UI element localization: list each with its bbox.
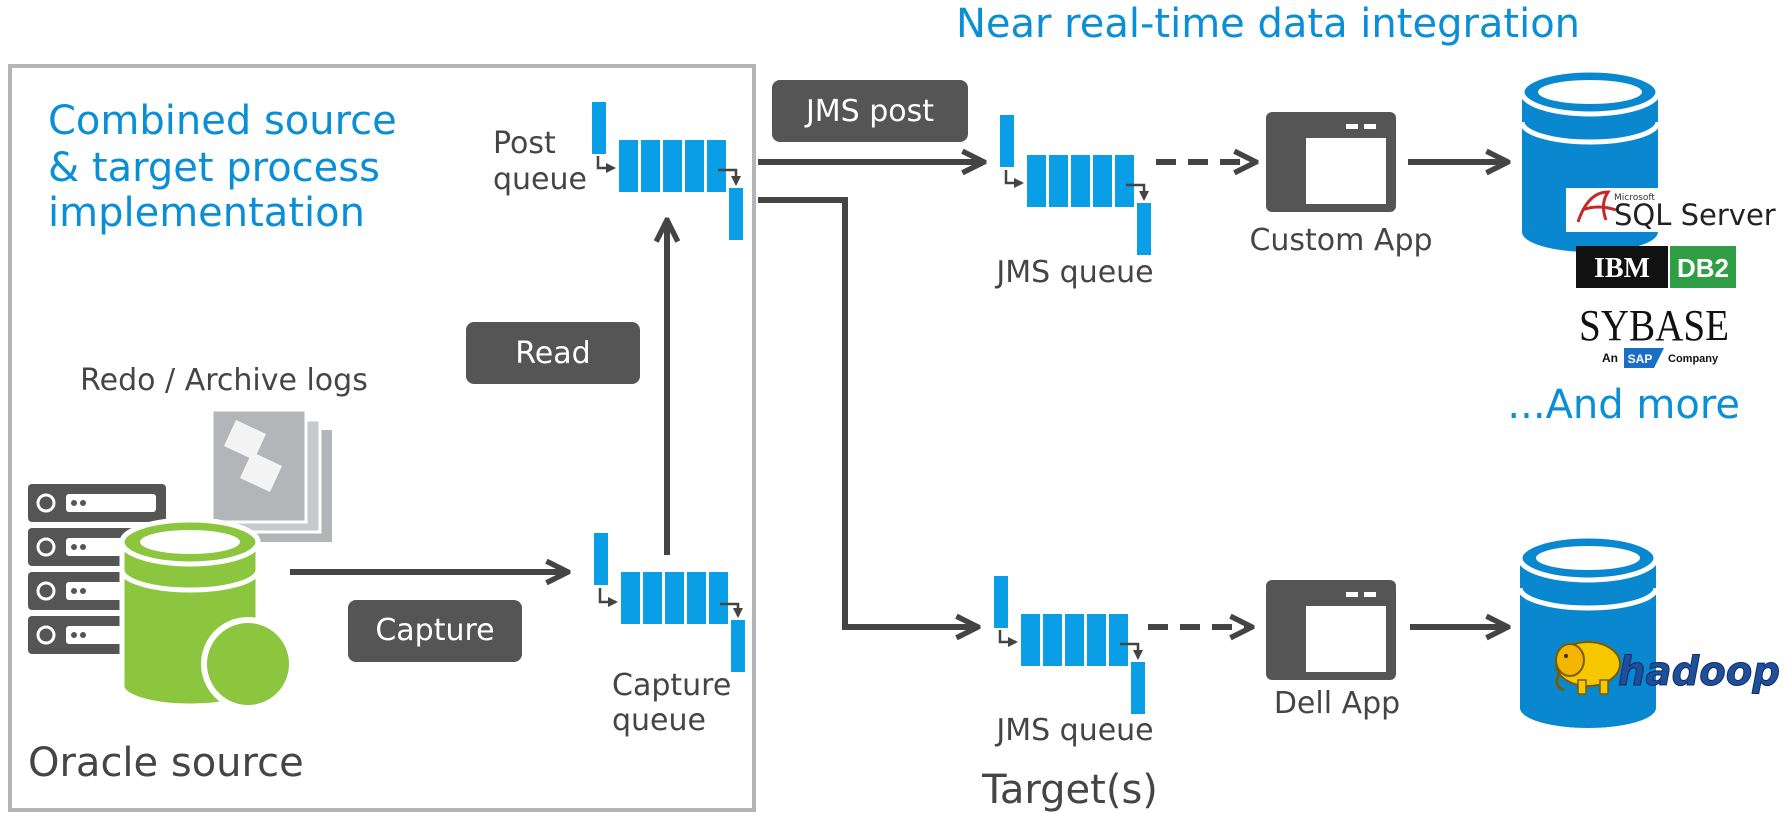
panel-heading-line-1: Combined source [48,98,397,144]
read-button: Read [466,322,640,384]
sap-prefix-label: An [1602,351,1618,365]
sql-server-logo: Microsoft SQL Server [1566,188,1776,232]
diagram-title: Near real-time data integration [956,1,1580,47]
db2-label: DB2 [1677,253,1729,283]
microsoft-label: Microsoft [1614,193,1655,203]
post-queue-label-line-1: Post [493,126,556,161]
capture-queue-icon [594,533,745,672]
and-more-label: ...And more [1507,382,1740,428]
panel-heading-line-2: & target process [48,145,380,191]
capture-queue-label-line-1: Capture [612,668,731,703]
post-queue-label-line-2: queue [493,162,587,197]
jms-queue-top-icon [1000,115,1151,255]
sybase-logo: SYBASE An SAP Company [1579,301,1729,368]
hadoop-logo: hadoop [1555,641,1781,696]
sybase-label: SYBASE [1579,301,1729,350]
jms-post-button: JMS post [772,80,968,142]
read-label: Read [515,336,590,371]
source-panel [8,64,756,812]
ibm-label: IBM [1594,253,1650,284]
elephant-icon [1555,641,1621,695]
target-database-bottom-icon [1517,533,1659,728]
sql-server-label: SQL Server [1614,198,1776,232]
jms-queue-bottom-icon [994,576,1145,714]
custom-app-window-icon [1266,112,1396,212]
oracle-source-label: Oracle source [28,740,304,786]
oracle-database-icon [119,517,295,711]
ibm-db2-logo: IBM DB2 [1576,246,1736,288]
post-queue-icon [592,102,743,240]
dell-app-label: Dell App [1274,686,1400,721]
log-files-icon [210,408,332,542]
dell-app-window-icon [1266,580,1396,680]
custom-app-label: Custom App [1249,223,1432,258]
capture-label: Capture [375,613,494,648]
jms-queue-bottom-label: JMS queue [994,713,1153,748]
capture-queue-label-line-2: queue [612,703,706,738]
targets-label: Target(s) [981,767,1158,813]
panel-heading-line-3: implementation [48,190,365,236]
redo-logs-label: Redo / Archive logs [80,363,368,398]
capture-button: Capture [348,600,522,662]
sap-suffix-label: Company [1668,353,1719,365]
panel-heading: Combined source & target process impleme… [48,98,397,236]
hadoop-label: hadoop [1618,649,1780,695]
jms-queue-top-label: JMS queue [994,255,1153,290]
jms-post-label: JMS post [804,94,934,129]
jms-post-arrow-bottom [758,197,978,627]
sap-label: SAP [1628,352,1653,366]
